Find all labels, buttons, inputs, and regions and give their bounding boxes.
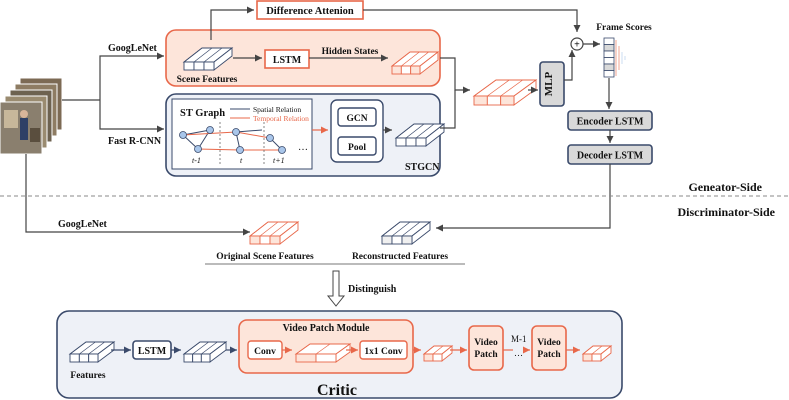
frame-score-cell bbox=[603, 50, 615, 58]
reconstructed-features-label: Reconstructed Features bbox=[352, 252, 448, 262]
patch-dots: … bbox=[514, 348, 523, 358]
graph-ellipsis: … bbox=[298, 142, 308, 153]
original-features-block bbox=[248, 221, 300, 245]
time-t-plus-1: t+1 bbox=[273, 156, 285, 165]
discriminator-side-label: Discriminator-Side bbox=[677, 205, 775, 219]
stgcn-label: STGCN bbox=[405, 162, 440, 173]
video-patch-box-1 bbox=[468, 325, 504, 371]
mlp-box bbox=[539, 61, 565, 107]
decoder-lstm-label: Decoder LSTM bbox=[577, 151, 644, 162]
gcn-label: GCN bbox=[346, 114, 367, 124]
time-t-minus-1: t-1 bbox=[192, 156, 201, 165]
scene-features-label: Scene Features bbox=[177, 75, 238, 85]
st-graph-nodes bbox=[179, 126, 286, 154]
conv1x1-label: 1x1 Conv bbox=[364, 347, 403, 357]
frame-scores-bar bbox=[603, 37, 615, 78]
gcn-box bbox=[337, 107, 377, 127]
time-t: t bbox=[240, 156, 243, 165]
scene-features-block bbox=[182, 47, 234, 71]
stgcn-output-block bbox=[394, 123, 446, 147]
frame-score-cell bbox=[603, 70, 615, 78]
critic-lstm-label: LSTM bbox=[138, 346, 167, 357]
frame-score-cell bbox=[603, 44, 615, 52]
concat-features-block bbox=[472, 79, 538, 106]
generator-side-label: Geneator-Side bbox=[688, 180, 762, 194]
lstm-top-box bbox=[264, 49, 310, 69]
st-graph-label: ST Graph bbox=[180, 108, 225, 119]
frame-scores-label: Frame Scores bbox=[596, 23, 652, 33]
mlp-label: MLP bbox=[543, 72, 555, 97]
fast-rcnn-label: Fast R-CNN bbox=[108, 136, 162, 147]
conv-output-block bbox=[294, 343, 352, 363]
pool-box bbox=[337, 136, 377, 156]
distinguish-label: Distinguish bbox=[348, 284, 397, 295]
temporal-relation-label: Temporal Relation bbox=[253, 114, 309, 123]
spatial-relation-label: Spatial Relation bbox=[253, 105, 301, 114]
video-frames-stack bbox=[0, 77, 63, 155]
video-patch-module-label: Video Patch Module bbox=[283, 323, 370, 334]
conv1x1-box bbox=[359, 340, 408, 360]
frame-score-cell bbox=[603, 63, 615, 71]
sum-node-label: + bbox=[574, 40, 580, 51]
distinguish-arrow bbox=[326, 270, 346, 307]
reconstructed-features-block bbox=[380, 221, 432, 245]
frame-score-cell bbox=[603, 37, 615, 45]
googlenet-top-label: GoogLeNet bbox=[108, 43, 158, 54]
patch-output-block bbox=[422, 345, 454, 362]
video-patch-box-2 bbox=[531, 325, 567, 371]
critic-features-label: Features bbox=[70, 371, 105, 381]
m-minus-1-label: M-1 bbox=[511, 334, 527, 344]
encoder-lstm-label: Encoder LSTM bbox=[577, 117, 644, 128]
critic-label: Critic bbox=[317, 382, 357, 399]
conv-label: Conv bbox=[254, 347, 276, 357]
hidden-states-label: Hidden States bbox=[322, 47, 379, 57]
hidden-states-block bbox=[390, 51, 440, 75]
difference-attention-label: Difference Attenion bbox=[266, 6, 354, 17]
frame-scores-sparkline bbox=[615, 40, 626, 76]
frame-score-cell bbox=[603, 57, 615, 65]
final-patch-output bbox=[581, 345, 613, 362]
pool-label: Pool bbox=[348, 143, 366, 153]
lstm-top-label: LSTM bbox=[273, 55, 302, 66]
original-features-label: Original Scene Features bbox=[216, 252, 314, 262]
googlenet-bottom-label: GoogLeNet bbox=[58, 219, 108, 230]
